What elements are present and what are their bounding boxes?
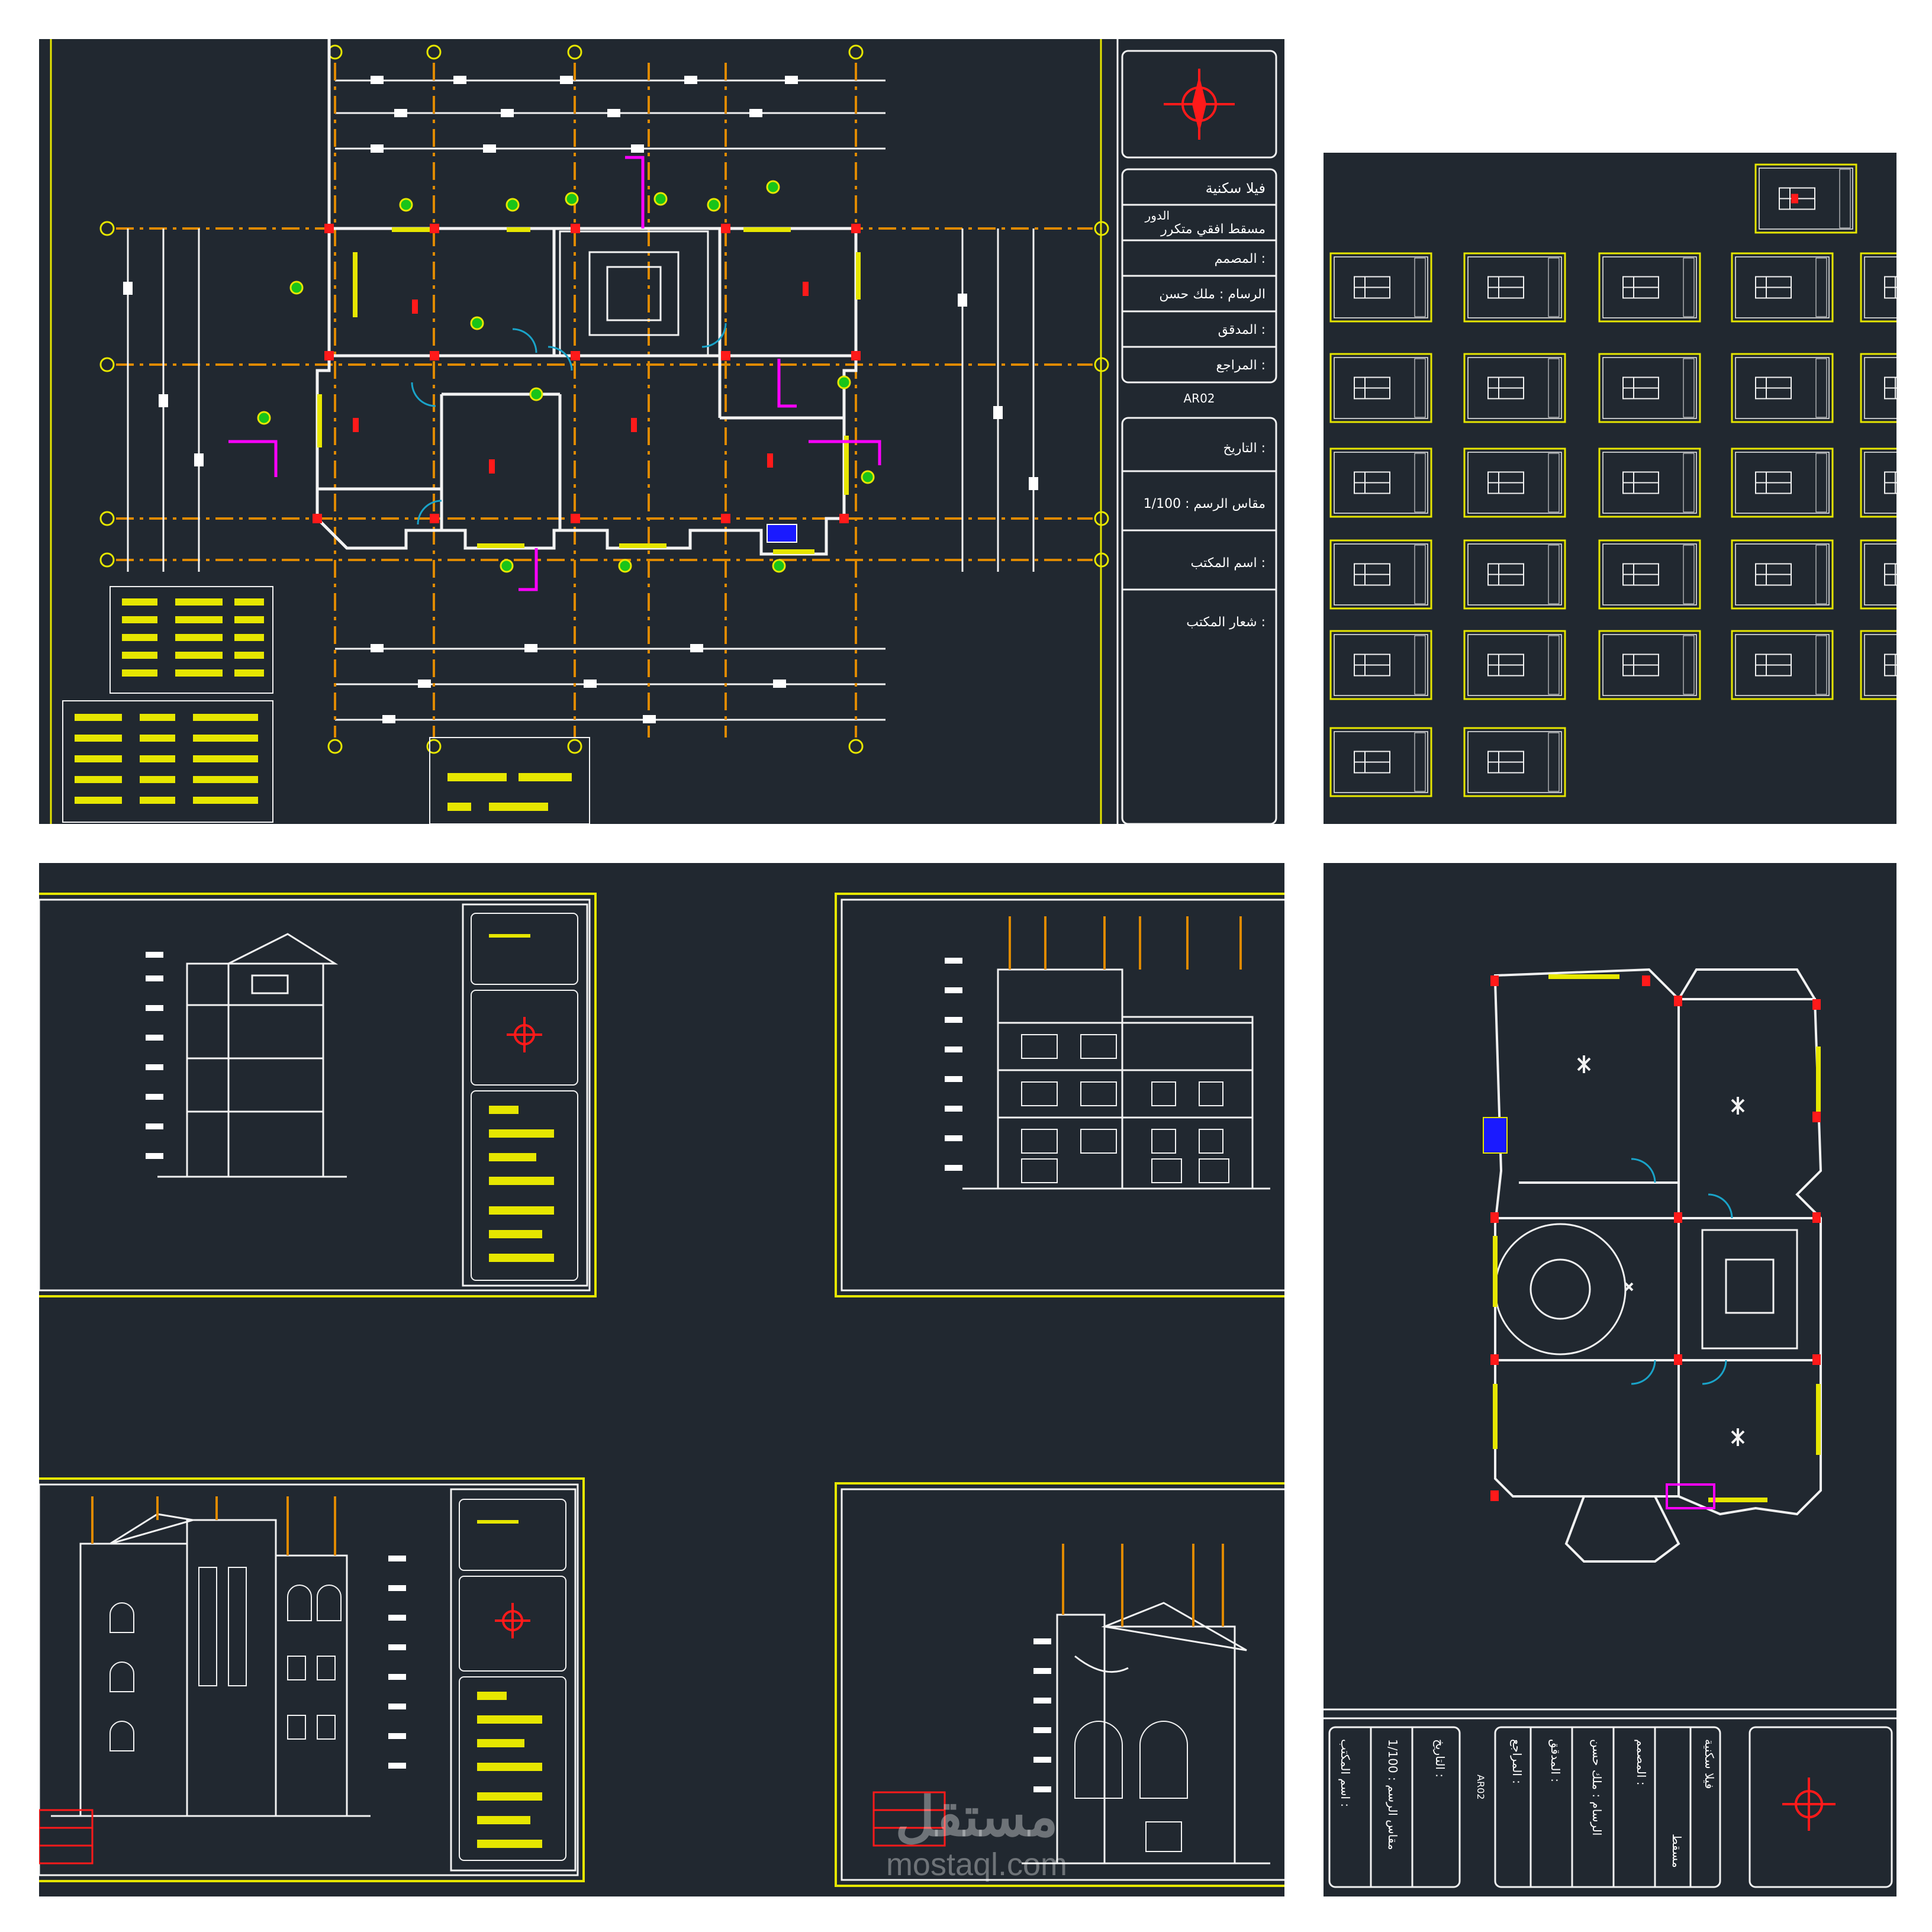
tb-sheet-code: AR02 [1183, 391, 1215, 405]
sheet-thumbnail[interactable] [1463, 539, 1566, 610]
sheet-thumbnail[interactable] [1329, 353, 1432, 423]
tb-designer: المصمم : [1215, 252, 1266, 266]
sheet-thumbnail[interactable] [1598, 252, 1701, 323]
sheet-thumbnail[interactable] [1598, 447, 1701, 518]
sheet-thumbnail[interactable] [1329, 539, 1432, 610]
sheet-thumbnail[interactable] [1860, 252, 1896, 323]
tb-date: التاريخ : [1223, 441, 1266, 456]
sheet-thumbnail[interactable] [1598, 539, 1701, 610]
tb2-drafter: الرسام : ملك حسن [1590, 1739, 1604, 1836]
tb-drawing-name-1: الدور [1145, 208, 1170, 223]
sheet-thumbnail[interactable] [1329, 252, 1432, 323]
tb2-scale: مقاس الرسم : 1/100 [1386, 1739, 1400, 1850]
sheet-thumbnail[interactable] [1754, 163, 1857, 234]
tb-project: فيلا سكنية [1206, 180, 1266, 197]
tb-drawing-name-2: مسقط افقي متكرر [1160, 222, 1266, 237]
sheet-thumbnail[interactable] [1463, 252, 1566, 323]
sheet-thumbnail[interactable] [1860, 630, 1896, 700]
compass-rose-icon [1164, 69, 1235, 140]
tb-drafter: الرسام : ملك حسن [1159, 287, 1266, 302]
tb2-checker: المدقق : [1548, 1739, 1563, 1782]
sheet-thumbnail[interactable] [1463, 353, 1566, 423]
tb2-drawing-name: مسقط [1670, 1834, 1684, 1868]
sections-elevations-panel [39, 863, 1284, 1896]
sheet-thumbnail[interactable] [1731, 353, 1834, 423]
sheet-thumbnail[interactable] [1860, 539, 1896, 610]
tb-reviewer: المراجع : [1216, 358, 1266, 373]
sheet-grid-panel [1324, 153, 1896, 824]
sheet-thumbnail[interactable] [1329, 630, 1432, 700]
tb2-sheet-code: AR02 [1475, 1775, 1486, 1799]
sheet-thumbnail[interactable] [1731, 252, 1834, 323]
watermark-url: mostaql.com [886, 1847, 1068, 1882]
sheet-thumbnail[interactable] [1463, 630, 1566, 700]
sheet-thumbnail[interactable] [1329, 447, 1432, 518]
watermark-logo: مستقل [895, 1787, 1058, 1847]
sheet-thumbnail[interactable] [1598, 630, 1701, 700]
sheet-thumbnail[interactable] [1463, 727, 1566, 797]
elevations-drawing [39, 893, 1284, 1887]
tb2-office-name: اسم المكتب : [1338, 1739, 1353, 1807]
sheet-thumbnails [1329, 163, 1896, 797]
watermark: مستقل mostaql.com [846, 1788, 1107, 1882]
tb-checker: المدقق : [1218, 323, 1266, 337]
plan-rotated-panel: فيلا سكنية مسقط المصمم : الرسام : ملك حس… [1324, 863, 1896, 1896]
sheet-thumbnail[interactable] [1329, 727, 1432, 797]
tb-office-logo: شعار المكتب : [1186, 615, 1266, 630]
tb2-reviewer: المراجع : [1510, 1739, 1524, 1784]
sheet-thumbnail[interactable] [1731, 447, 1834, 518]
sheet-thumbnail[interactable] [1731, 630, 1834, 700]
sheet-thumbnail[interactable] [1598, 353, 1701, 423]
tb2-date: التاريخ : [1433, 1739, 1447, 1778]
tb-office-name: اسم المكتب : [1190, 556, 1266, 571]
floor-plan-panel: فيلا سكنية الدور مسقط افقي متكرر المصمم … [39, 39, 1284, 824]
tb-scale: مقاس الرسم : 1/100 [1144, 497, 1266, 511]
plan-rotated-drawing: فيلا سكنية مسقط المصمم : الرسام : ملك حس… [1324, 968, 1896, 1888]
sheet-thumbnail[interactable] [1860, 447, 1896, 518]
tb2-designer: المصمم : [1634, 1739, 1648, 1786]
floor-plan-drawing: فيلا سكنية الدور مسقط افقي متكرر المصمم … [50, 39, 1277, 824]
sheet-thumbnail[interactable] [1463, 447, 1566, 518]
sheet-thumbnail[interactable] [1731, 539, 1834, 610]
tb2-project: فيلا سكنية [1702, 1739, 1717, 1789]
sheet-thumbnail[interactable] [1860, 353, 1896, 423]
